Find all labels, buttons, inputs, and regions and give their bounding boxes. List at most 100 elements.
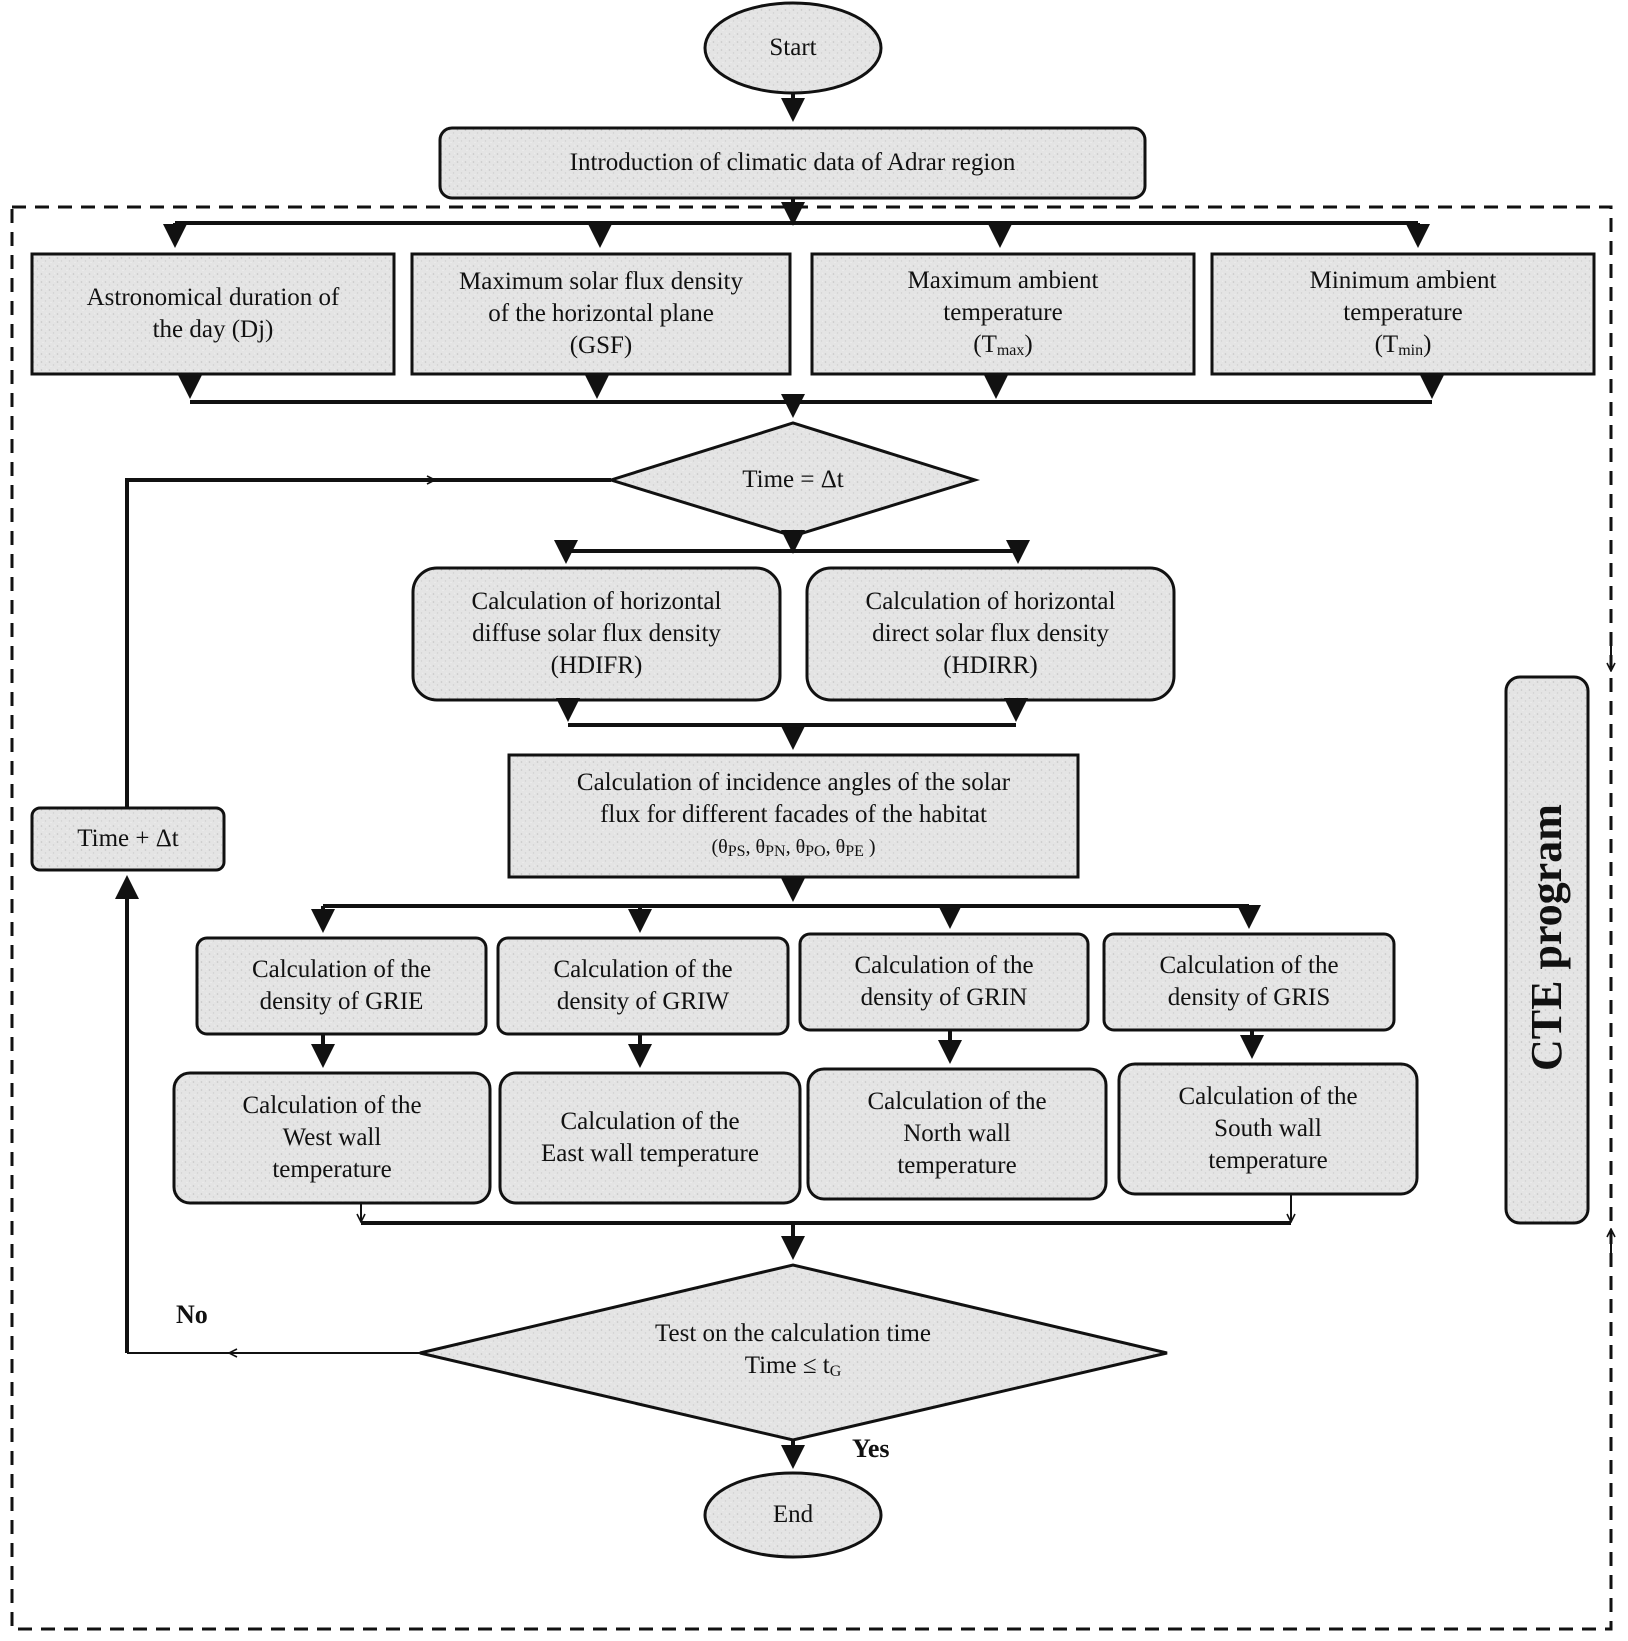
wall-west-label: Calculation of the West wall temperature [174,1073,490,1203]
inc-pe: PE [845,843,864,860]
tmax-label: Maximum ambient temperature (Tmax) [812,254,1194,374]
grie-line-1: Calculation of the [251,956,432,983]
dj-label: Astronomical duration of the day (Dj) [32,254,394,374]
south-line-2: South wall [1214,1115,1322,1142]
north-line-3: temperature [897,1152,1017,1179]
program-boundary [10,205,1613,1631]
time-init-label: Time = Δt [742,466,844,493]
incidence-label: Calculation of incidence angles of the s… [509,755,1078,877]
hdirr-line-3: (HDIRR) [943,652,1038,679]
density-grin-label: Calculation of the density of GRIN [800,934,1088,1030]
gris-line-2: density of GRIS [1167,984,1331,1011]
griw-line-2: density of GRIW [556,988,730,1015]
density-griw-label: Calculation of the density of GRIW [498,938,788,1034]
inc-sep-1: , [745,836,756,858]
incidence-shape [507,753,1080,879]
test-label: Test on the calculation time Time ≤ tG [560,1315,1026,1387]
program-label: CTE program [1522,804,1571,1071]
inc-theta-1: θ [718,836,728,858]
wall-south-label: Calculation of the South wall temperatur… [1119,1064,1417,1194]
density-grin-shape [798,932,1090,1032]
start-label: Start [769,34,817,61]
density-grie-shape [195,936,488,1036]
griw-line-1: Calculation of the [553,956,733,983]
hdifr-line-3: (HDIFR) [550,652,643,679]
wall-south-shape [1117,1062,1419,1196]
dj-shape [30,252,396,376]
hdirr-label: Calculation of horizontal direct solar f… [807,568,1174,700]
tmin-shape [1210,252,1596,376]
incidence-line-1: Calculation of incidence angles of the s… [576,769,1011,796]
west-line-3: temperature [272,1156,392,1183]
north-line-2: North wall [903,1120,1011,1147]
tmax-line-1: Maximum ambient [907,266,1099,294]
inc-ps: PS [727,843,746,860]
incidence-line-2: flux for different facades of the habita… [600,801,987,828]
grin-line-2: density of GRIN [860,984,1028,1011]
end-label: End [772,1501,814,1528]
hdifr-shape [411,566,782,702]
tmin-line-1: Minimum ambient [1309,266,1497,294]
tmax-line-3: (Tmax) [908,329,1099,364]
yes-label: Yes [852,1434,890,1463]
gsf-line-2: of the horizontal plane [488,300,714,327]
dj-line-1: Astronomical duration of [86,284,340,311]
no-label: No [176,1300,208,1329]
test-cond: Time ≤ t [744,1351,830,1379]
test-sub: G [829,1362,842,1380]
hdifr-line-1: Calculation of horizontal [471,588,722,615]
wall-east-label: Calculation of the East wall temperature [500,1073,800,1203]
density-grie-label: Calculation of the density of GRIE [197,938,486,1034]
inc-theta-4: θ [835,836,846,858]
north-line-1: Calculation of the [867,1088,1047,1115]
hdirr-line-1: Calculation of horizontal [865,588,1116,615]
inc-sep-3: , [825,836,836,858]
tmin-close: ) [1423,330,1432,358]
gris-line-1: Calculation of the [1159,952,1339,979]
density-gris-shape [1102,932,1396,1032]
inc-pn: PN [765,843,786,860]
tmin-open: (T [1374,330,1399,358]
density-gris-label: Calculation of the density of GRIS [1104,934,1394,1030]
density-griw-shape [496,936,790,1036]
west-line-1: Calculation of the [242,1092,422,1119]
wall-east-shape [498,1071,802,1205]
tmin-label: Minimum ambient temperature (Tmin) [1212,254,1594,374]
test-shape [419,1263,1168,1442]
end-shape [703,1471,883,1559]
hdirr-line-2: direct solar flux density [872,620,1109,647]
tmax-sub: max [996,341,1025,359]
time-inc-label: Time + Δt [77,825,179,852]
inc-open: ( [711,836,719,858]
tmin-line-2: temperature [1343,298,1463,326]
wall-north-shape [806,1067,1108,1201]
dj-line-2: the day (Dj) [152,316,274,343]
inc-theta-2: θ [755,836,766,858]
east-line-2: East wall temperature [541,1140,759,1167]
grie-line-2: density of GRIE [259,988,424,1015]
tmax-close: ) [1024,330,1033,358]
tmin-sub: min [1398,341,1424,359]
west-line-2: West wall [282,1124,382,1151]
incidence-line-3: (θPS, θPN, θPO, θPE ) [577,831,1010,865]
south-line-1: Calculation of the [1178,1083,1358,1110]
wall-north-label: Calculation of the North wall temperatur… [808,1069,1106,1199]
tmax-shape [810,252,1196,376]
gsf-shape [410,252,792,376]
gsf-line-3: (GSF) [569,332,633,359]
hdifr-label: Calculation of horizontal diffuse solar … [413,568,780,700]
test-line-2: Time ≤ tG [655,1350,931,1385]
test-line-1: Test on the calculation time [655,1319,931,1347]
tmin-line-3: (Tmin) [1310,329,1497,364]
inc-sep-2: , [785,836,796,858]
program-side-shape [1504,675,1590,1225]
tmax-line-2: temperature [943,298,1063,326]
grin-line-1: Calculation of the [854,952,1034,979]
inc-close: ) [863,836,876,858]
gsf-label: Maximum solar flux density of the horizo… [412,254,790,374]
hdirr-shape [805,566,1176,702]
time-init-shape [605,421,981,538]
gsf-line-1: Maximum solar flux density [459,268,743,295]
east-line-1: Calculation of the [560,1108,740,1135]
